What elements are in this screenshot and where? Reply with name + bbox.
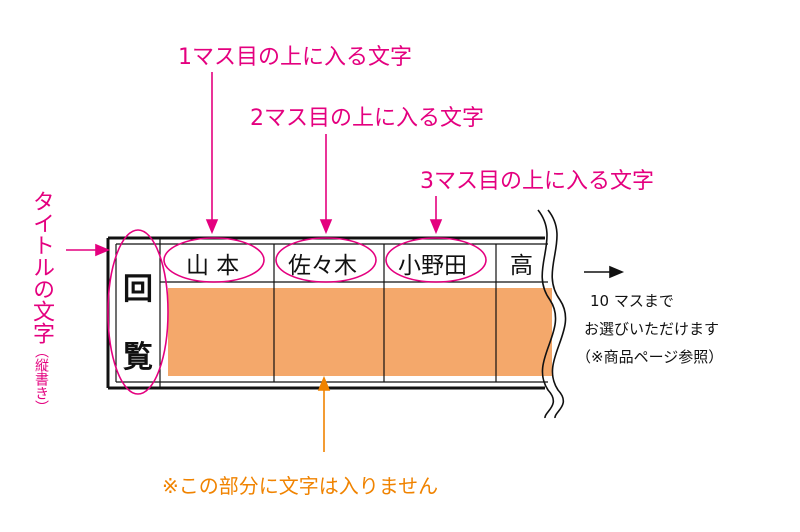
name-cell-3: 小野田 — [398, 253, 467, 279]
break-lines — [537, 209, 567, 419]
pink-arrows — [66, 72, 443, 257]
blank-area-fill — [168, 288, 552, 376]
name-cell-2: 佐々木 — [288, 253, 357, 279]
name3-ellipse — [385, 237, 487, 283]
title-label-text: タイトルの文字 — [29, 190, 54, 344]
name2-ellipse — [275, 237, 377, 283]
name-cell-1: 山 本 — [186, 253, 240, 279]
title-ellipse — [107, 229, 169, 395]
side-note-line3: （※商品ページ参照） — [576, 348, 724, 366]
orange-arrow — [317, 375, 331, 452]
cell2-label: 2マス目の上に入る文字 — [250, 106, 484, 131]
name-cell-4: 高 — [510, 253, 533, 279]
title-label-note: （縦書き） — [33, 344, 49, 414]
sign-title-char-2: 覧 — [123, 340, 153, 375]
sign-title-char-1: 回 — [123, 272, 153, 307]
title-label: タイトルの文字（縦書き） — [29, 190, 54, 414]
side-note-line2: お選びいただけます — [584, 320, 720, 338]
name1-ellipse — [163, 237, 265, 283]
cell1-label: 1マス目の上に入る文字 — [178, 45, 412, 70]
highlight-ellipses — [107, 229, 487, 395]
side-note-line1: 10 マスまで — [590, 292, 674, 310]
blank-area-label: ※この部分に文字は入りません — [162, 474, 439, 498]
cell3-label: 3マス目の上に入る文字 — [420, 169, 654, 194]
continuation-arrow — [584, 265, 625, 279]
